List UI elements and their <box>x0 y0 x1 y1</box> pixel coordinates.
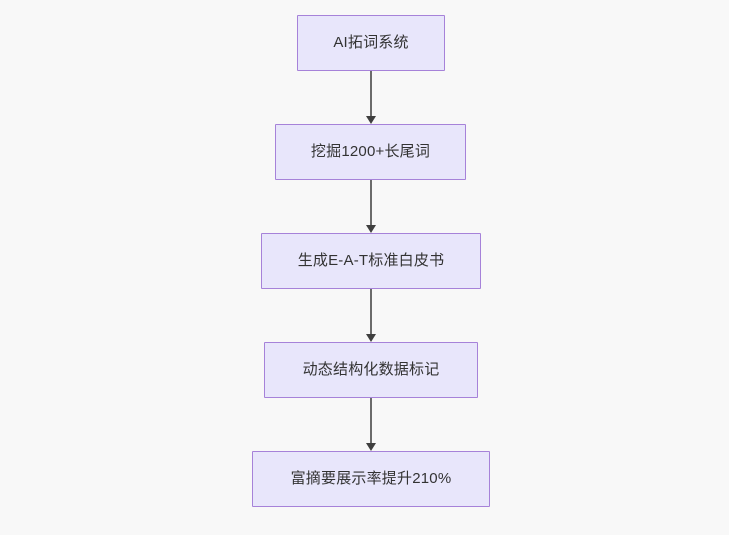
arrowhead-icon <box>366 116 376 124</box>
flow-node-2-label: 挖掘1200+长尾词 <box>310 143 431 160</box>
edge-line <box>370 71 372 116</box>
flow-node-1[interactable]: AI拓词系统 <box>297 15 445 71</box>
flow-node-4[interactable]: 动态结构化数据标记 <box>264 342 478 398</box>
edge-line <box>370 180 372 225</box>
flow-node-5[interactable]: 富摘要展示率提升210% <box>252 451 490 507</box>
flow-node-4-label: 动态结构化数据标记 <box>302 361 440 378</box>
arrowhead-icon <box>366 334 376 342</box>
flow-node-1-label: AI拓词系统 <box>333 34 409 51</box>
flow-node-3[interactable]: 生成E-A-T标准白皮书 <box>261 233 481 289</box>
arrowhead-icon <box>366 443 376 451</box>
arrowhead-icon <box>366 225 376 233</box>
flow-node-3-label: 生成E-A-T标准白皮书 <box>297 252 445 269</box>
edge-line <box>370 289 372 334</box>
edge-line <box>370 398 372 443</box>
flow-node-2[interactable]: 挖掘1200+长尾词 <box>275 124 466 180</box>
flow-node-5-label: 富摘要展示率提升210% <box>290 470 452 487</box>
